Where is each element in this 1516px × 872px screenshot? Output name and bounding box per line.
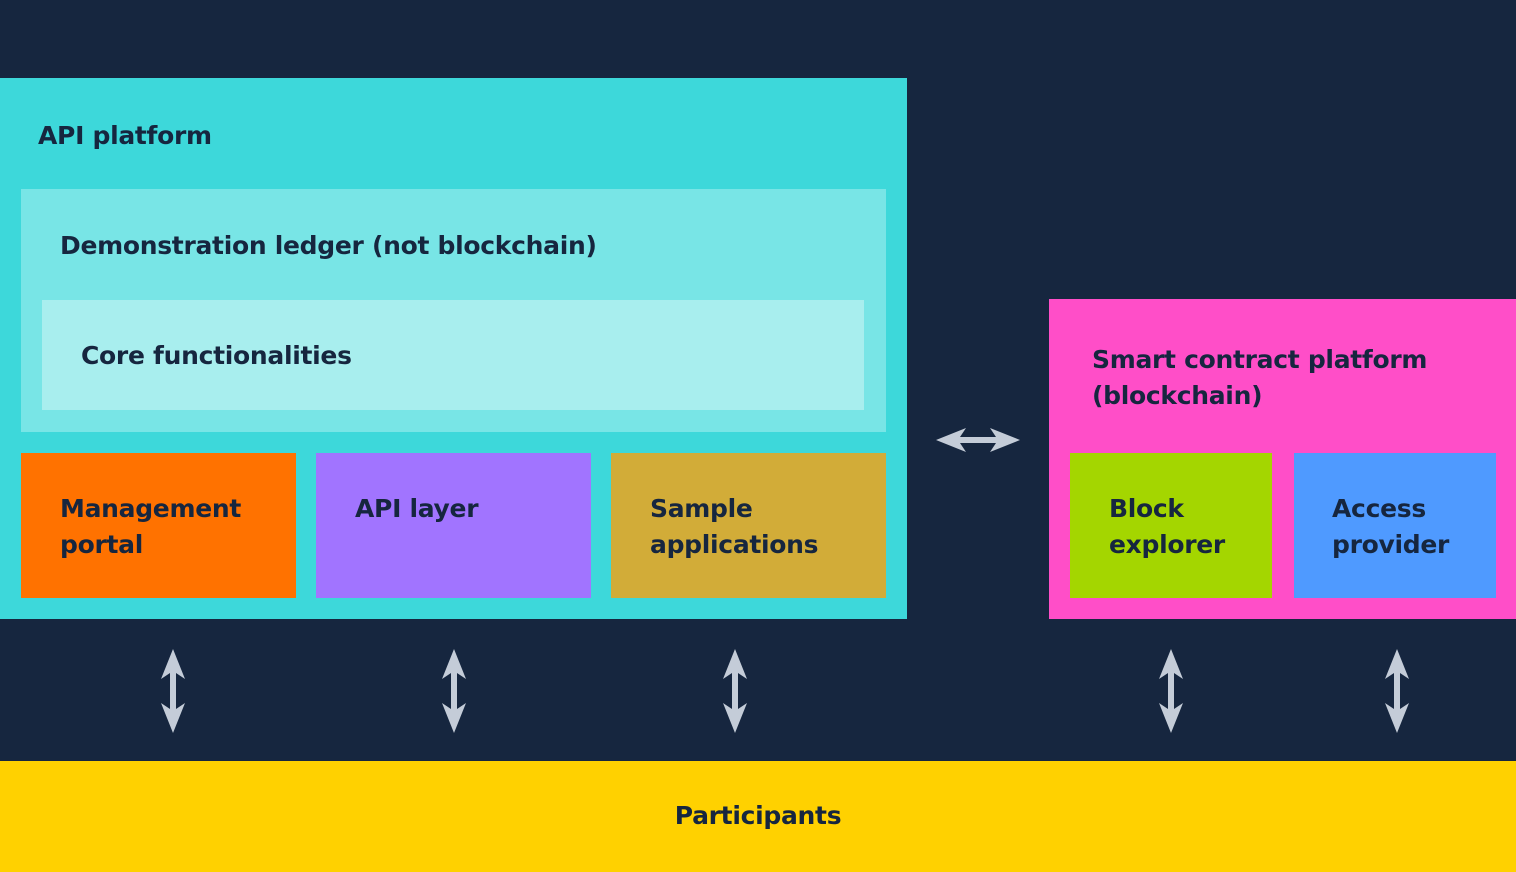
sample-applications-box: Sample applications: [611, 453, 886, 598]
vertical-double-arrow-icon: [723, 649, 747, 733]
smart-contract-platform-label: Smart contract platform (blockchain): [1092, 345, 1428, 410]
vertical-double-arrow-icon: [161, 649, 185, 733]
vertical-double-arrow-icon: [442, 649, 466, 733]
management-portal-box: Management portal: [21, 453, 296, 598]
core-functionalities-box: Core functionalities: [42, 300, 864, 410]
api-layer-label: API layer: [355, 494, 479, 523]
access-provider-label: Access provider: [1332, 494, 1450, 559]
block-explorer-label: Block explorer: [1109, 494, 1225, 559]
block-explorer-box: Block explorer: [1070, 453, 1272, 598]
management-portal-label: Management portal: [60, 494, 242, 559]
sample-applications-label: Sample applications: [650, 494, 819, 559]
access-provider-box: Access provider: [1294, 453, 1496, 598]
participants-label: Participants: [674, 801, 842, 830]
demonstration-ledger-label: Demonstration ledger (not blockchain): [60, 231, 597, 260]
api-layer-box: API layer: [316, 453, 591, 598]
horizontal-double-arrow-icon: [936, 428, 1020, 452]
core-functionalities-label: Core functionalities: [81, 341, 352, 370]
api-platform-label: API platform: [38, 121, 212, 150]
vertical-double-arrow-icon: [1159, 649, 1183, 733]
vertical-double-arrow-icon: [1385, 649, 1409, 733]
participants-bar: Participants: [0, 761, 1516, 872]
